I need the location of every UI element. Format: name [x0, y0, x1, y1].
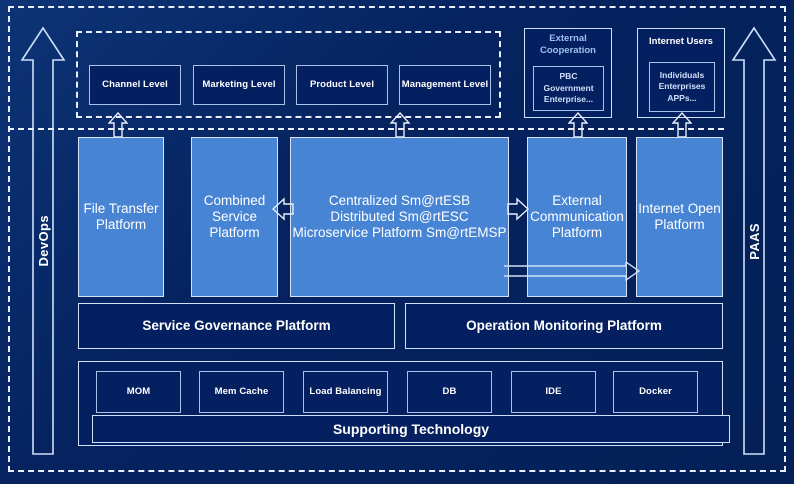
platform-box-combined-service[interactable]: Combined Service Platform	[191, 137, 278, 297]
devops-pillar-arrow: DevOps	[20, 24, 66, 458]
level-label-product: Product Level	[309, 79, 375, 91]
up-arrow-internet-open	[671, 111, 693, 138]
external-cooperation-body: PBC Government Enterprise...	[543, 71, 594, 105]
internet-users-group[interactable]: Internet Users Individuals Enterprises A…	[637, 28, 725, 118]
platform-label-internet-open: Internet Open Platform	[638, 201, 721, 232]
internet-users-title: Internet Users	[649, 36, 713, 47]
internet-users-body-box: Individuals Enterprises APPs...	[649, 62, 715, 112]
platform-box-internet-open[interactable]: Internet Open Platform	[636, 137, 723, 297]
up-arrow-file-transfer	[107, 111, 129, 138]
platform-label-external-communication: External Communication Platform	[530, 193, 624, 240]
level-box-marketing[interactable]: Marketing Level	[193, 65, 285, 105]
level-box-product[interactable]: Product Level	[296, 65, 388, 105]
supporting-tech-label-ide: IDE	[545, 386, 562, 398]
platform-box-file-transfer[interactable]: File Transfer Platform	[78, 137, 164, 297]
paas-pillar-arrow: PAAS	[731, 24, 777, 458]
governance-label-operation-monitoring: Operation Monitoring Platform	[466, 318, 662, 334]
level-label-channel: Channel Level	[102, 79, 168, 91]
level-label-marketing: Marketing Level	[202, 79, 276, 91]
up-arrow-esb-platform	[389, 111, 411, 138]
level-box-management[interactable]: Management Level	[399, 65, 491, 105]
external-cooperation-body-box: PBC Government Enterprise...	[533, 66, 604, 111]
supporting-tech-label-db: DB	[442, 386, 457, 398]
external-cooperation-title: External Cooperation	[540, 33, 596, 57]
platform-label-file-transfer: File Transfer Platform	[83, 201, 159, 232]
platform-box-esb-suite[interactable]: Centralized Sm@rtESB Distributed Sm@rtES…	[290, 137, 509, 297]
governance-box-service-governance[interactable]: Service Governance Platform	[78, 303, 395, 349]
internet-users-body: Individuals Enterprises APPs...	[658, 69, 706, 103]
business-levels-group	[76, 31, 501, 118]
supporting-tech-box-docker[interactable]: Docker	[613, 371, 698, 413]
supporting-technology-banner-label: Supporting Technology	[332, 420, 490, 437]
level-box-channel[interactable]: Channel Level	[89, 65, 181, 105]
layer-separator-dashed-line	[8, 128, 724, 130]
supporting-tech-label-docker: Docker	[639, 386, 672, 398]
governance-label-service-governance: Service Governance Platform	[142, 318, 331, 334]
supporting-tech-label-mem-cache: Mem Cache	[214, 386, 269, 398]
supporting-technology-banner[interactable]: Supporting Technology	[92, 415, 730, 443]
supporting-tech-box-mem-cache[interactable]: Mem Cache	[199, 371, 284, 413]
supporting-tech-label-load-balancing: Load Balancing	[309, 386, 382, 398]
governance-box-operation-monitoring[interactable]: Operation Monitoring Platform	[405, 303, 723, 349]
left-arrow-combined-to-esb	[271, 196, 294, 222]
supporting-tech-box-ide[interactable]: IDE	[511, 371, 596, 413]
supporting-tech-box-load-balancing[interactable]: Load Balancing	[303, 371, 388, 413]
platform-label-esb-suite: Centralized Sm@rtESB Distributed Sm@rtES…	[292, 193, 507, 240]
supporting-tech-box-mom[interactable]: MOM	[96, 371, 181, 413]
outer-dashed-frame	[8, 6, 786, 472]
flow-arrow-esb-to-internet-open	[504, 260, 641, 284]
supporting-tech-label-mom: MOM	[126, 386, 151, 398]
external-cooperation-group[interactable]: External Cooperation PBC Government Ente…	[524, 28, 612, 118]
up-arrow-external-communication	[567, 111, 589, 138]
level-label-management: Management Level	[401, 79, 489, 91]
platform-box-external-communication[interactable]: External Communication Platform	[527, 137, 627, 297]
platform-label-combined-service: Combined Service Platform	[203, 193, 266, 240]
supporting-tech-box-db[interactable]: DB	[407, 371, 492, 413]
right-arrow-esb-to-external-communication	[507, 196, 530, 222]
